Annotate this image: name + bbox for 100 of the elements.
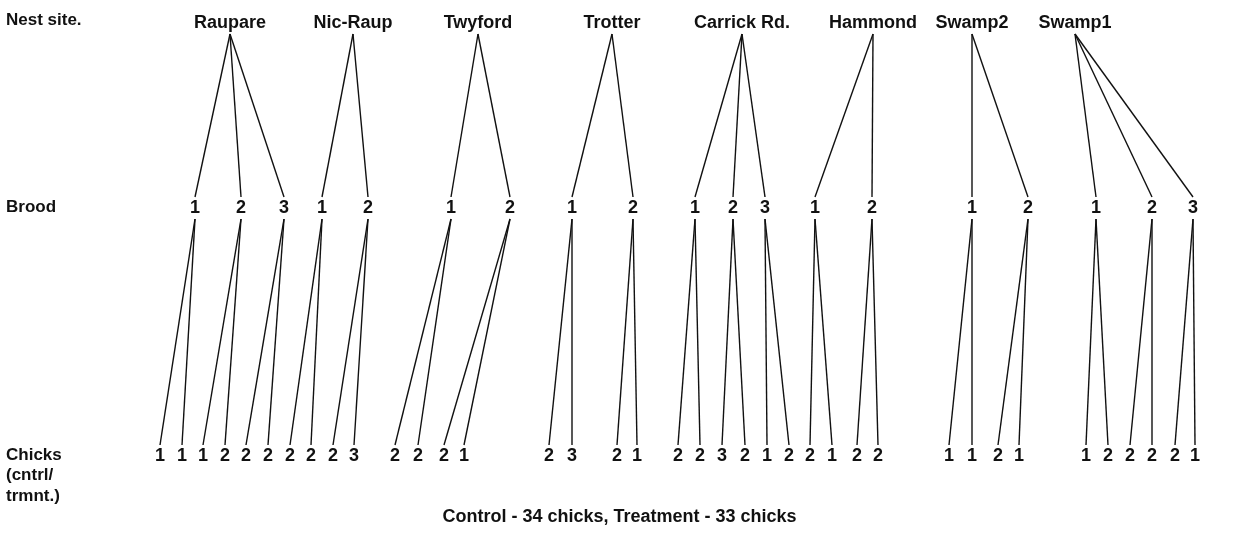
nest-site-label: Carrick Rd. [694,12,790,32]
chick-count: 1 [967,445,977,465]
brood-number: 1 [567,197,577,217]
chick-count: 2 [740,445,750,465]
chick-count: 2 [306,445,316,465]
chick-count: 1 [198,445,208,465]
tree-line [814,218,833,446]
brood-number: 2 [505,197,515,217]
brood-number: 2 [867,197,877,217]
brood-number: 3 [1188,197,1198,217]
chick-count: 2 [993,445,1003,465]
chick-count: 2 [439,445,449,465]
chick-count: 1 [1190,445,1200,465]
chick-count: 2 [784,445,794,465]
tree-line [971,218,973,446]
chick-count: 1 [632,445,642,465]
chick-count: 2 [873,445,883,465]
brood-number: 2 [1147,197,1157,217]
tree-line [971,33,1029,198]
nest-site-label: Trotter [583,12,641,32]
tree-line [181,218,196,446]
chick-count: 2 [328,445,338,465]
tree-line [571,218,573,446]
tree-line [871,218,879,446]
chick-count: 1 [177,445,187,465]
nest-site-label: Hammond [829,12,917,32]
brood-number: 3 [760,197,770,217]
chick-count: 2 [695,445,705,465]
chick-count: 1 [762,445,772,465]
tree-line [732,33,743,198]
brood-number: 1 [317,197,327,217]
tree-line [224,218,242,446]
chick-count: 1 [1081,445,1091,465]
tree-line [229,33,242,198]
tree-line [310,218,323,446]
chick-count: 2 [285,445,295,465]
tree-line [1192,218,1196,446]
chick-count: 2 [1103,445,1113,465]
tree-line [732,218,746,446]
brood-number: 1 [967,197,977,217]
tree-line [1074,33,1097,198]
nest-site-label: Raupare [194,12,266,32]
chick-count: 2 [263,445,273,465]
chick-count: 2 [390,445,400,465]
tree-line [871,33,874,198]
chick-count: 2 [852,445,862,465]
chick-count: 1 [944,445,954,465]
chick-count: 2 [1147,445,1157,465]
nest-site-label: Twyford [443,12,513,32]
tree-line [741,33,766,198]
nest-site-label: Swamp2 [935,12,1009,32]
row-label: Brood [6,197,57,218]
tree-line [321,33,354,198]
tree-line [477,33,511,198]
tree-line [450,33,479,198]
chick-count: 1 [155,445,165,465]
tree-line [1018,218,1029,446]
tree-line [611,33,634,198]
brood-number: 2 [363,197,373,217]
brood-number: 2 [1023,197,1033,217]
brood-number: 2 [728,197,738,217]
chick-count: 2 [1170,445,1180,465]
tree-line [417,218,452,446]
caption: Control - 34 chicks, Treatment - 33 chicks [441,506,798,527]
brood-number: 1 [690,197,700,217]
row-label: Chicks (cntrl/ trmnt.) [6,445,63,507]
chick-count: 3 [717,445,727,465]
row-label: Nest site. [6,10,82,31]
tree-line [764,218,768,446]
chick-count: 2 [241,445,251,465]
tree-line [267,218,285,446]
tree-line [229,33,285,198]
tree-line [352,33,369,198]
tree-line [571,33,613,198]
tree-line [971,33,973,198]
chick-count: 2 [220,445,230,465]
tree-line [1074,33,1153,198]
tree-line [1074,33,1194,198]
brood-number: 1 [190,197,200,217]
tree-line [764,218,790,446]
chick-count: 1 [1014,445,1024,465]
chick-count: 2 [673,445,683,465]
chick-count: 1 [827,445,837,465]
chick-count: 2 [544,445,554,465]
brood-number: 2 [628,197,638,217]
nest-site-label: Swamp1 [1038,12,1112,32]
chick-count: 2 [612,445,622,465]
tree-line [632,218,638,446]
brood-number: 1 [1091,197,1101,217]
chick-count: 1 [459,445,469,465]
tree-line [353,218,369,446]
chick-count: 2 [1125,445,1135,465]
brood-number: 1 [810,197,820,217]
tree-line [463,218,511,446]
tree-line [1151,218,1153,446]
chick-count: 2 [413,445,423,465]
brood-number: 3 [279,197,289,217]
chick-count: 3 [567,445,577,465]
tree-line [814,33,874,198]
chick-count: 3 [349,445,359,465]
